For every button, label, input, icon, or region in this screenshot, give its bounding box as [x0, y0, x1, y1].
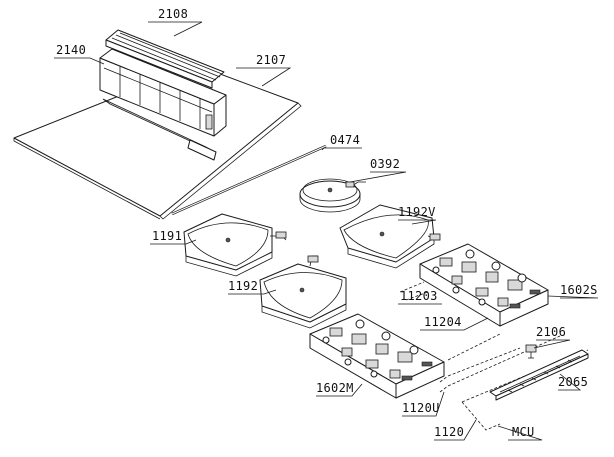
label-1120u: 1120U — [402, 401, 440, 415]
leader-lines — [54, 21, 599, 441]
label-2108: 2108 — [158, 7, 188, 21]
induction-coil-1192v — [339, 204, 441, 269]
induction-coil-1192 — [259, 255, 347, 329]
downdraft-hood-unit — [99, 29, 227, 161]
label-0474: 0474 — [330, 133, 360, 147]
label-0392: 0392 — [370, 157, 400, 171]
label-2107: 2107 — [256, 53, 286, 67]
label-1192v: 1192V — [398, 205, 436, 219]
wiring-paths — [399, 281, 589, 431]
label-1602m: 1602M — [316, 381, 354, 395]
label-1602s: 1602S — [560, 283, 598, 297]
label-2065: 2065 — [558, 375, 588, 389]
power-board-1602m — [309, 313, 445, 399]
label-mcu: MCU — [512, 425, 535, 439]
induction-coil-round — [299, 178, 366, 213]
sensor-2106 — [525, 344, 537, 359]
label-2140: 2140 — [56, 43, 86, 57]
label-11203: 11203 — [400, 289, 438, 303]
induction-coil-1191 — [183, 213, 287, 277]
label-1191: 1191 — [152, 229, 182, 243]
power-board-1602s — [419, 243, 549, 327]
label-2106: 2106 — [536, 325, 566, 339]
gasket-strip — [171, 144, 327, 216]
label-11204: 11204 — [424, 315, 462, 329]
label-1120: 1120 — [434, 425, 464, 439]
control-bar-2065 — [489, 349, 589, 401]
label-1192: 1192 — [228, 279, 258, 293]
part-labels: 2108 2140 2107 0474 0392 1192V 1191 1192… — [56, 7, 598, 439]
